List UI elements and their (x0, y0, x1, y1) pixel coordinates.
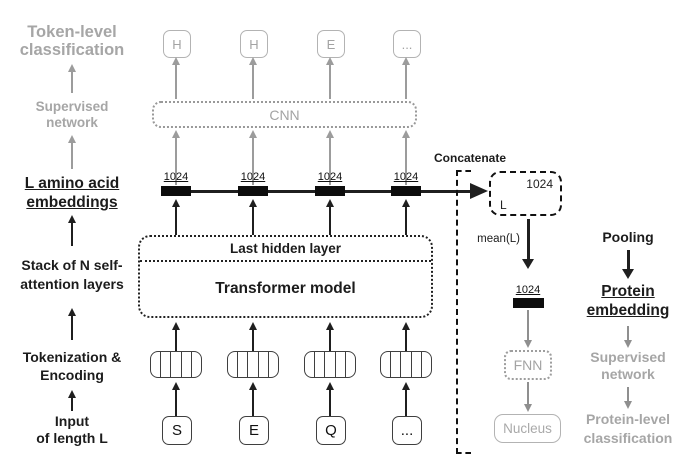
matrix-dim-label: 1024 (526, 177, 553, 191)
encoded-vector (150, 351, 202, 378)
embedding-bar (391, 186, 421, 196)
encoded-vector (227, 351, 279, 378)
concatenated-matrix-box: 1024 L (489, 171, 562, 216)
label-protein-level-classification: Protein-level classification (583, 411, 673, 446)
output-token-box: H (240, 30, 268, 58)
label-protein-embedding: Protein embedding (586, 283, 670, 319)
fnn-box: FNN (504, 350, 552, 380)
embedding-bar (238, 186, 268, 196)
dashed-separator-top (456, 170, 471, 172)
label-supervised-network-right: Supervised network (590, 349, 666, 382)
transformer-box: Last hidden layer Transformer model (138, 235, 433, 318)
label-supervised-network-left: Supervised network (35, 99, 109, 130)
nucleus-box: Nucleus (494, 414, 561, 443)
input-token-box: S (162, 416, 192, 445)
embedding-bar (315, 186, 345, 196)
transformer-model-label: Transformer model (215, 280, 356, 297)
label-amino-acid-embeddings: L amino acid embeddings (24, 175, 120, 211)
embedding-dim-label: 1024 (240, 171, 266, 183)
arrow-right-icon (470, 183, 488, 199)
embedding-dim-label: 1024 (163, 171, 189, 183)
label-stack-attention-layers: Stack of N self- attention layers (20, 257, 124, 292)
output-token-box: H (163, 30, 191, 58)
output-token-box: E (317, 30, 345, 58)
encoded-vector (380, 351, 432, 378)
pooled-vector-bar (513, 298, 544, 308)
encoded-vector (304, 351, 356, 378)
embedding-dim-label: 1024 (317, 171, 343, 183)
label-pooling: Pooling (602, 229, 654, 245)
cnn-box: CNN (152, 101, 417, 128)
input-token-box: Q (316, 416, 346, 445)
matrix-length-label: L (500, 198, 507, 212)
embedding-bar (161, 186, 191, 196)
label-mean-l: mean(L) (477, 233, 520, 245)
input-token-box: E (239, 416, 269, 445)
label-input-length: Input of length L (36, 413, 108, 446)
input-token-box: ... (392, 416, 422, 445)
dashed-separator-bottom (456, 452, 471, 454)
output-token-box: ... (393, 30, 421, 58)
embedding-dim-label: 1024 (393, 171, 419, 183)
label-token-level-classification: Token-level classification (19, 23, 125, 59)
last-hidden-layer-section: Last hidden layer (140, 237, 431, 262)
label-concatenate: Concatenate (434, 151, 507, 165)
dashed-separator (456, 170, 458, 454)
pooled-dim-label: 1024 (515, 284, 541, 296)
label-tokenization-encoding: Tokenization & Encoding (22, 349, 122, 383)
